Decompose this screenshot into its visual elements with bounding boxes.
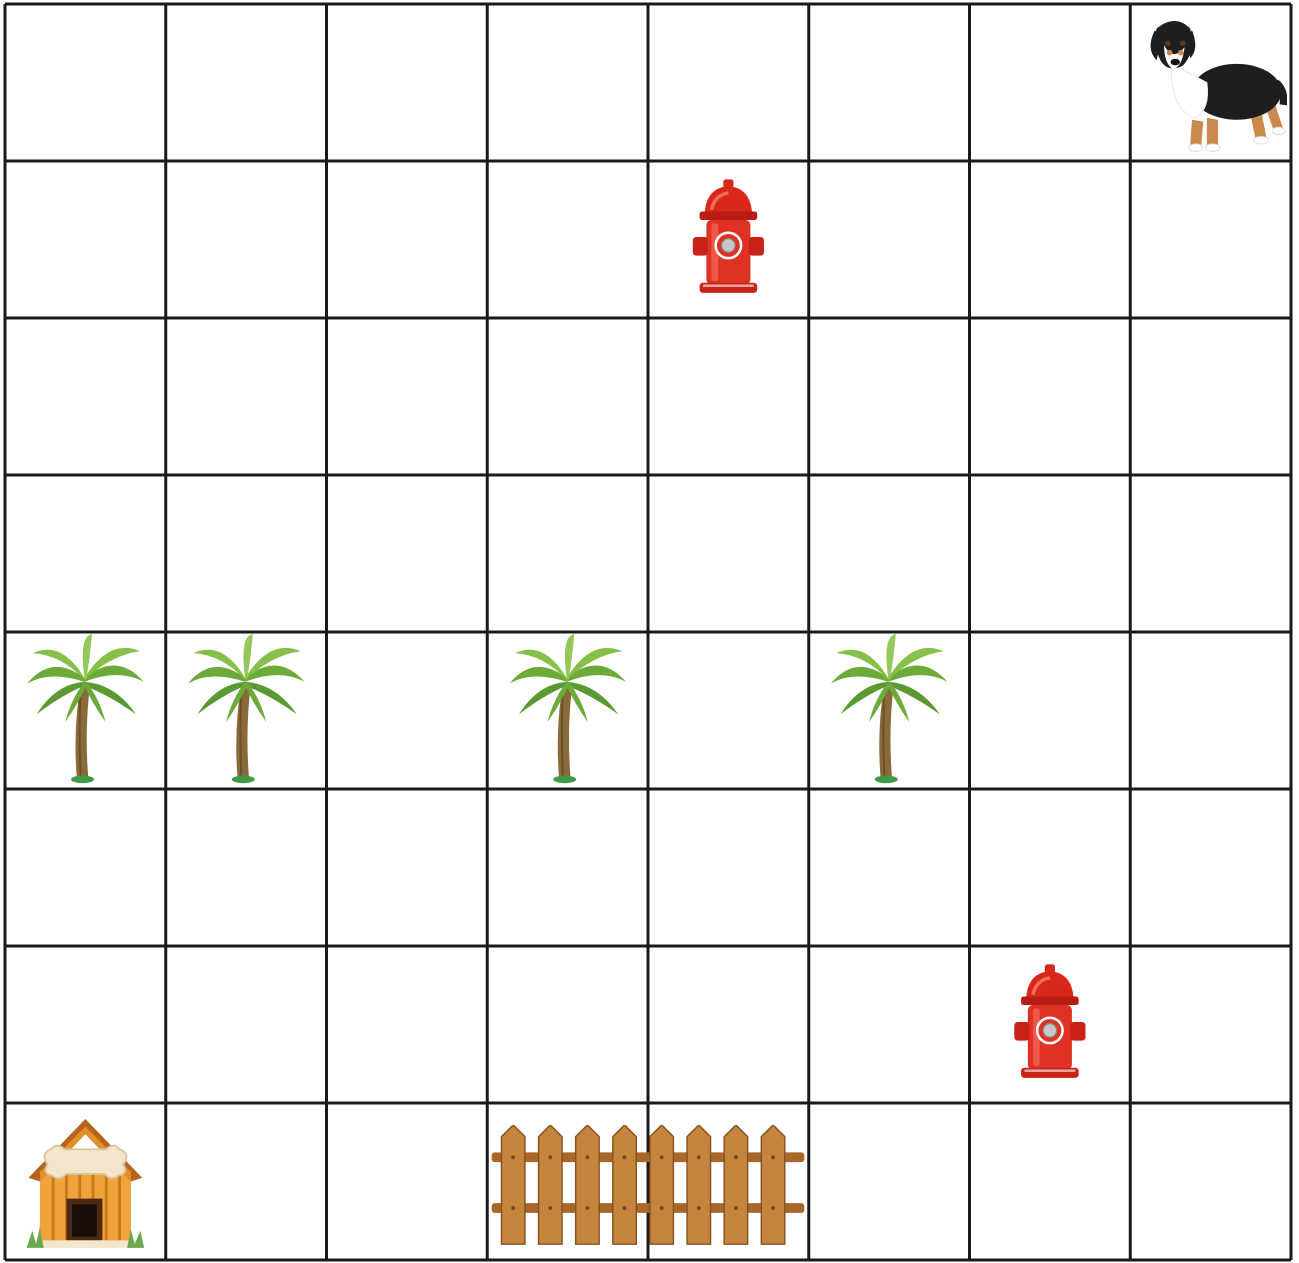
- board-cell[interactable]: [327, 789, 488, 946]
- board-cell[interactable]: [5, 161, 166, 318]
- board-cell[interactable]: [970, 1103, 1131, 1260]
- board-cell[interactable]: [1130, 946, 1291, 1103]
- board-cell[interactable]: [487, 475, 648, 632]
- board-cell[interactable]: [970, 318, 1131, 475]
- board-cell[interactable]: [327, 632, 488, 789]
- board-cell[interactable]: [166, 1103, 327, 1260]
- board-cell[interactable]: [166, 475, 327, 632]
- board-cell[interactable]: [970, 475, 1131, 632]
- board-cell[interactable]: [487, 946, 648, 1103]
- board-cell[interactable]: [809, 318, 970, 475]
- board-cell[interactable]: [970, 161, 1131, 318]
- board-cell[interactable]: [648, 946, 809, 1103]
- board-cell[interactable]: [5, 789, 166, 946]
- board-cell[interactable]: [166, 946, 327, 1103]
- board-cell[interactable]: [166, 789, 327, 946]
- board-cell[interactable]: [648, 4, 809, 161]
- board-cell[interactable]: [327, 946, 488, 1103]
- board-cell[interactable]: [487, 4, 648, 161]
- board-cell[interactable]: [1130, 789, 1291, 946]
- board-cell[interactable]: [648, 318, 809, 475]
- board-cell[interactable]: [970, 789, 1131, 946]
- board-cell[interactable]: [809, 789, 970, 946]
- board-cell[interactable]: [1130, 1103, 1291, 1260]
- board-cell[interactable]: [970, 632, 1131, 789]
- board-cell[interactable]: [487, 318, 648, 475]
- board-cell[interactable]: [809, 475, 970, 632]
- board-cell[interactable]: [166, 318, 327, 475]
- board-cell[interactable]: [327, 1103, 488, 1260]
- board-cell[interactable]: [327, 318, 488, 475]
- board-cell[interactable]: [809, 161, 970, 318]
- board-cell[interactable]: [166, 4, 327, 161]
- board-cell[interactable]: [487, 789, 648, 946]
- board-cell[interactable]: [648, 475, 809, 632]
- board-cell[interactable]: [1130, 161, 1291, 318]
- board-cell[interactable]: [1130, 632, 1291, 789]
- board-cell[interactable]: [970, 4, 1131, 161]
- board-cell[interactable]: [327, 475, 488, 632]
- board-cell[interactable]: [1130, 475, 1291, 632]
- board-cell[interactable]: [5, 4, 166, 161]
- board-cell[interactable]: [809, 4, 970, 161]
- board-cell[interactable]: [5, 475, 166, 632]
- board-cell[interactable]: [648, 632, 809, 789]
- board-cell[interactable]: [648, 789, 809, 946]
- board-cell[interactable]: [809, 1103, 970, 1260]
- board-cell[interactable]: [166, 161, 327, 318]
- board-cell[interactable]: [1130, 318, 1291, 475]
- board-cell[interactable]: [327, 161, 488, 318]
- board-cell[interactable]: [487, 161, 648, 318]
- board-cell[interactable]: [809, 946, 970, 1103]
- board-cell[interactable]: [5, 318, 166, 475]
- board-cell[interactable]: [327, 4, 488, 161]
- board-cell[interactable]: [5, 946, 166, 1103]
